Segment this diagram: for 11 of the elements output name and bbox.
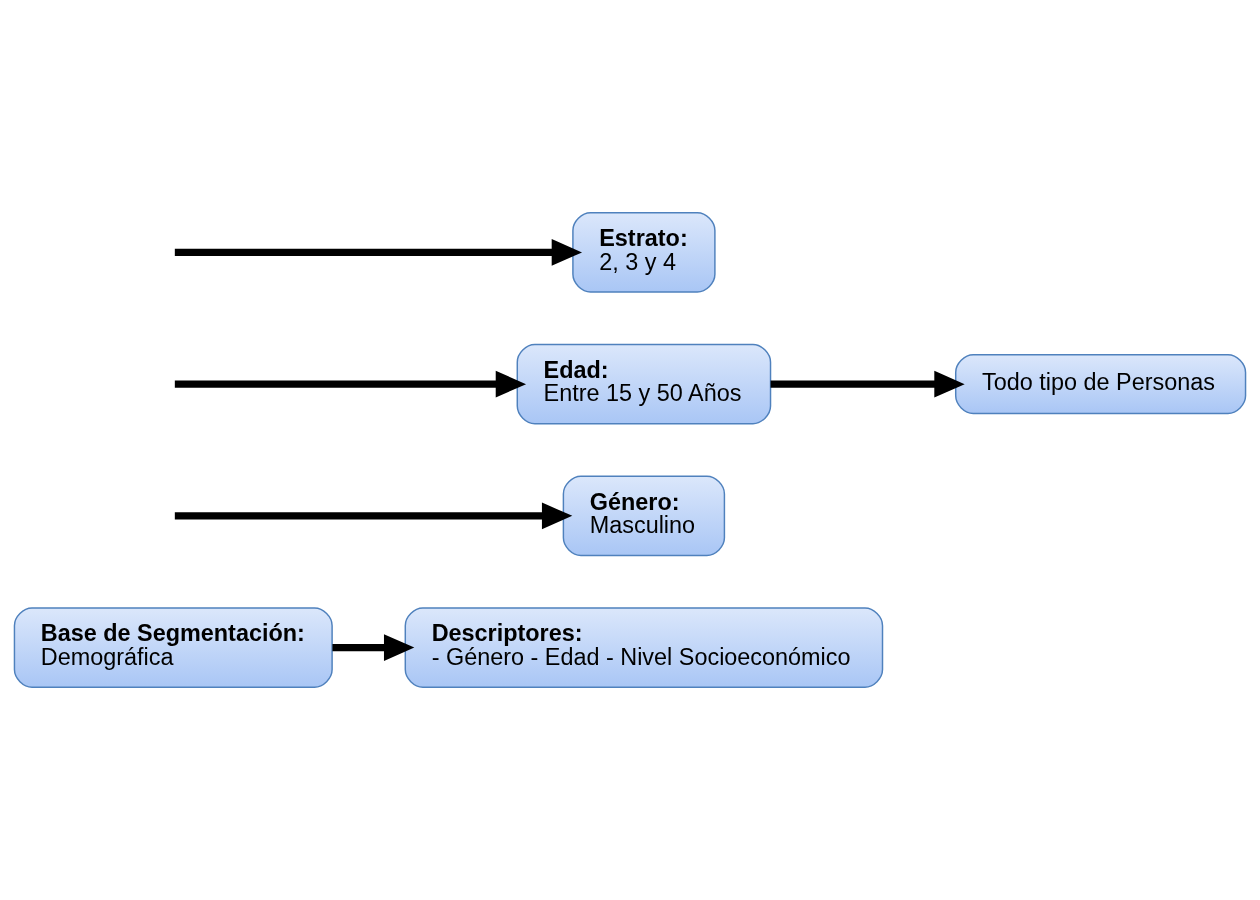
node-box: Todo tipo de Personas	[955, 354, 1247, 415]
arrow	[174, 239, 583, 266]
node-box: Base de Segmentación: Demográfica	[13, 607, 333, 688]
arrow	[770, 370, 965, 398]
node-box: Género: Masculino	[562, 475, 726, 557]
arrow	[174, 502, 573, 530]
node-box: Edad: Entre 15 y 50 Años	[516, 343, 772, 425]
arrow	[174, 370, 527, 398]
arrow	[332, 634, 415, 661]
node-box: Descriptores: - Género - Edad - Nivel Socioeconómico	[404, 607, 884, 688]
node-box: Estrato: 2, 3 y 4	[572, 212, 716, 293]
